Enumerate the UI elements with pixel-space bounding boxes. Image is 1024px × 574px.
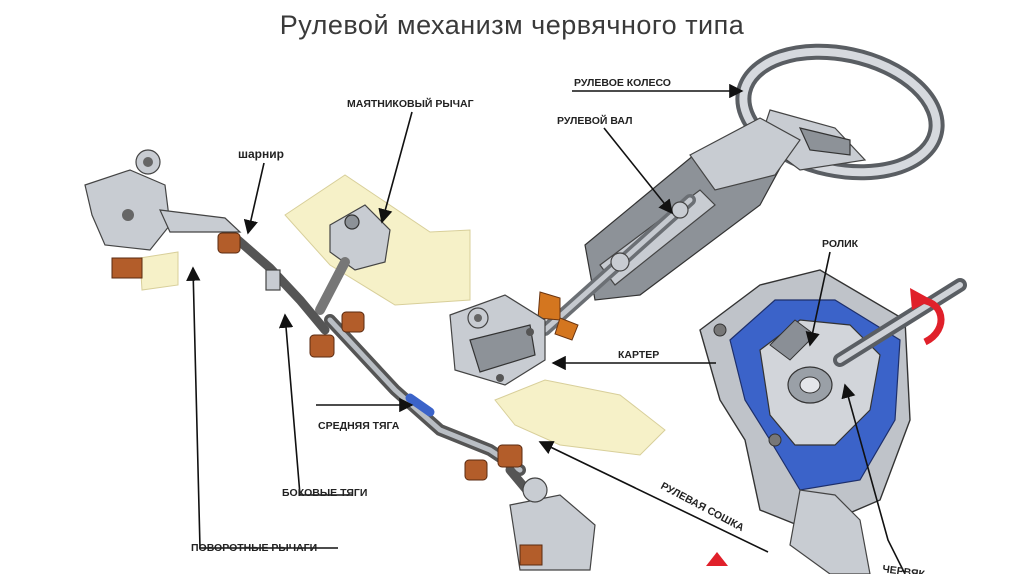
steering-column (537, 117, 801, 341)
steering-gear-box (449, 294, 546, 386)
label-steering-wheel: РУЛЕВОЕ КОЛЕСО (574, 77, 671, 89)
frame-panel (494, 379, 666, 456)
label-steering-arms: ПОВОРОТНЫЕ РЫЧАГИ (191, 542, 317, 554)
label-pitman-arm: РУЛЕВАЯ СОШКА (659, 480, 747, 534)
slide-title: Рулевой механизм червячного типа (279, 10, 745, 40)
leader-lines (186, 83, 906, 574)
rotation-arrow-icon (910, 288, 945, 346)
bushings (217, 232, 523, 481)
left-knuckle (84, 149, 242, 279)
label-steering-shaft: РУЛЕВОЙ ВАЛ (557, 114, 632, 127)
small-red-arrow-icon (706, 552, 728, 566)
label-housing: КАРТЕР (618, 349, 659, 361)
label-side-links: БОКОВЫЕ ТЯГИ (282, 487, 367, 499)
gear-cutaway (699, 269, 967, 574)
label-roller: РОЛИК (822, 238, 859, 250)
label-joint: шарнир (238, 147, 284, 161)
pendulum-arm-assembly (315, 204, 391, 315)
label-worm: ЧЕРВЯК (882, 563, 927, 574)
label-pendulum-arm: МАЯТНИКОВЫЙ РЫЧАГ (347, 97, 474, 110)
left-knuckle-panel (139, 251, 179, 291)
label-center-link: СРЕДНЯЯ ТЯГА (318, 420, 400, 432)
right-knuckle (509, 477, 596, 571)
